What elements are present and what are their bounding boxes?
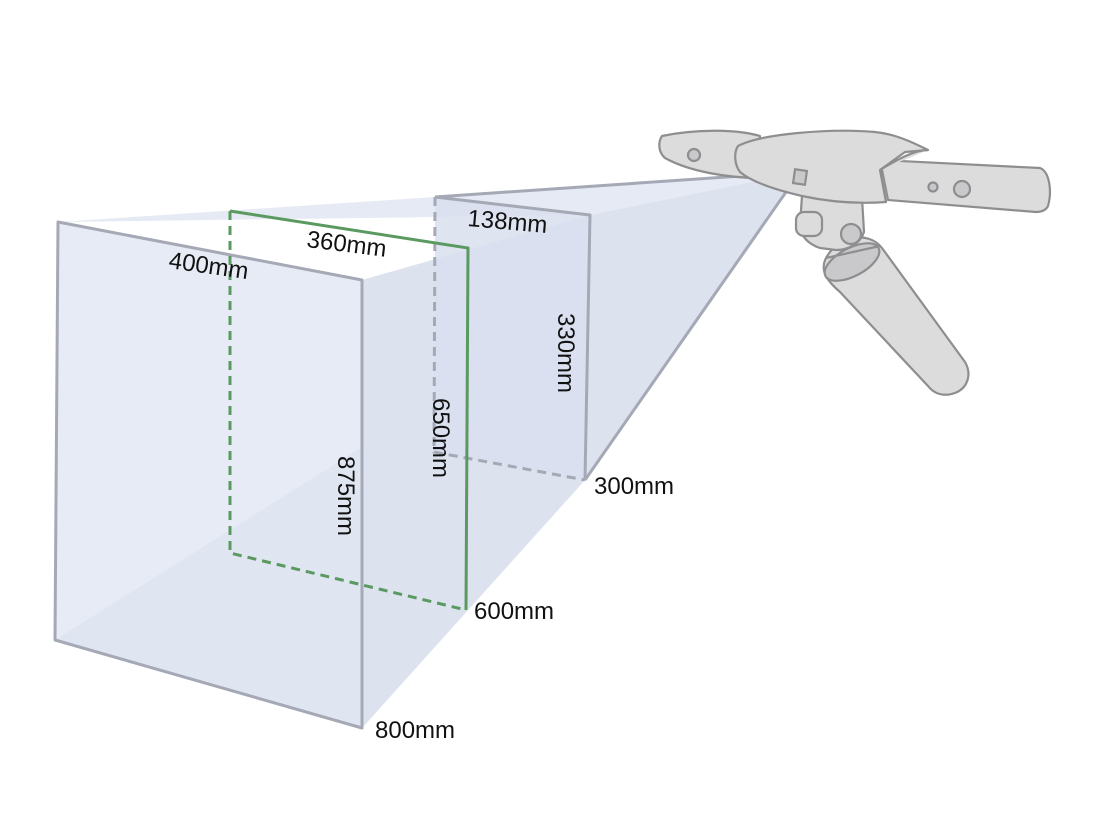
far-plane: [53, 220, 364, 730]
far-plane-fill: [55, 222, 362, 728]
near-plane: [432, 195, 592, 482]
mid-width-label: 360mm: [305, 226, 388, 263]
mid-plane: [228, 209, 470, 612]
near-plane-edge: [434, 195, 592, 481]
mid-plane-edge: [229, 209, 470, 611]
mid-height-label: 650mm: [427, 398, 454, 478]
near-plane-fill: [434, 197, 590, 480]
ray-bottom: [583, 171, 802, 481]
near-plane-hidden-edge: [432, 196, 586, 482]
mid-plane-hidden-edge: [228, 211, 467, 612]
near-height-label: 330mm: [552, 313, 579, 393]
far-distance-label: 800mm: [375, 717, 455, 744]
far-height-label: 875mm: [332, 456, 359, 536]
handheld-3d-scanner-icon: [658, 129, 1051, 396]
mid-distance-label: 600mm: [474, 598, 554, 625]
far-plane-outline: [53, 220, 364, 730]
near-distance-label: 300mm: [594, 473, 674, 500]
frustum-top-face: [58, 172, 800, 222]
